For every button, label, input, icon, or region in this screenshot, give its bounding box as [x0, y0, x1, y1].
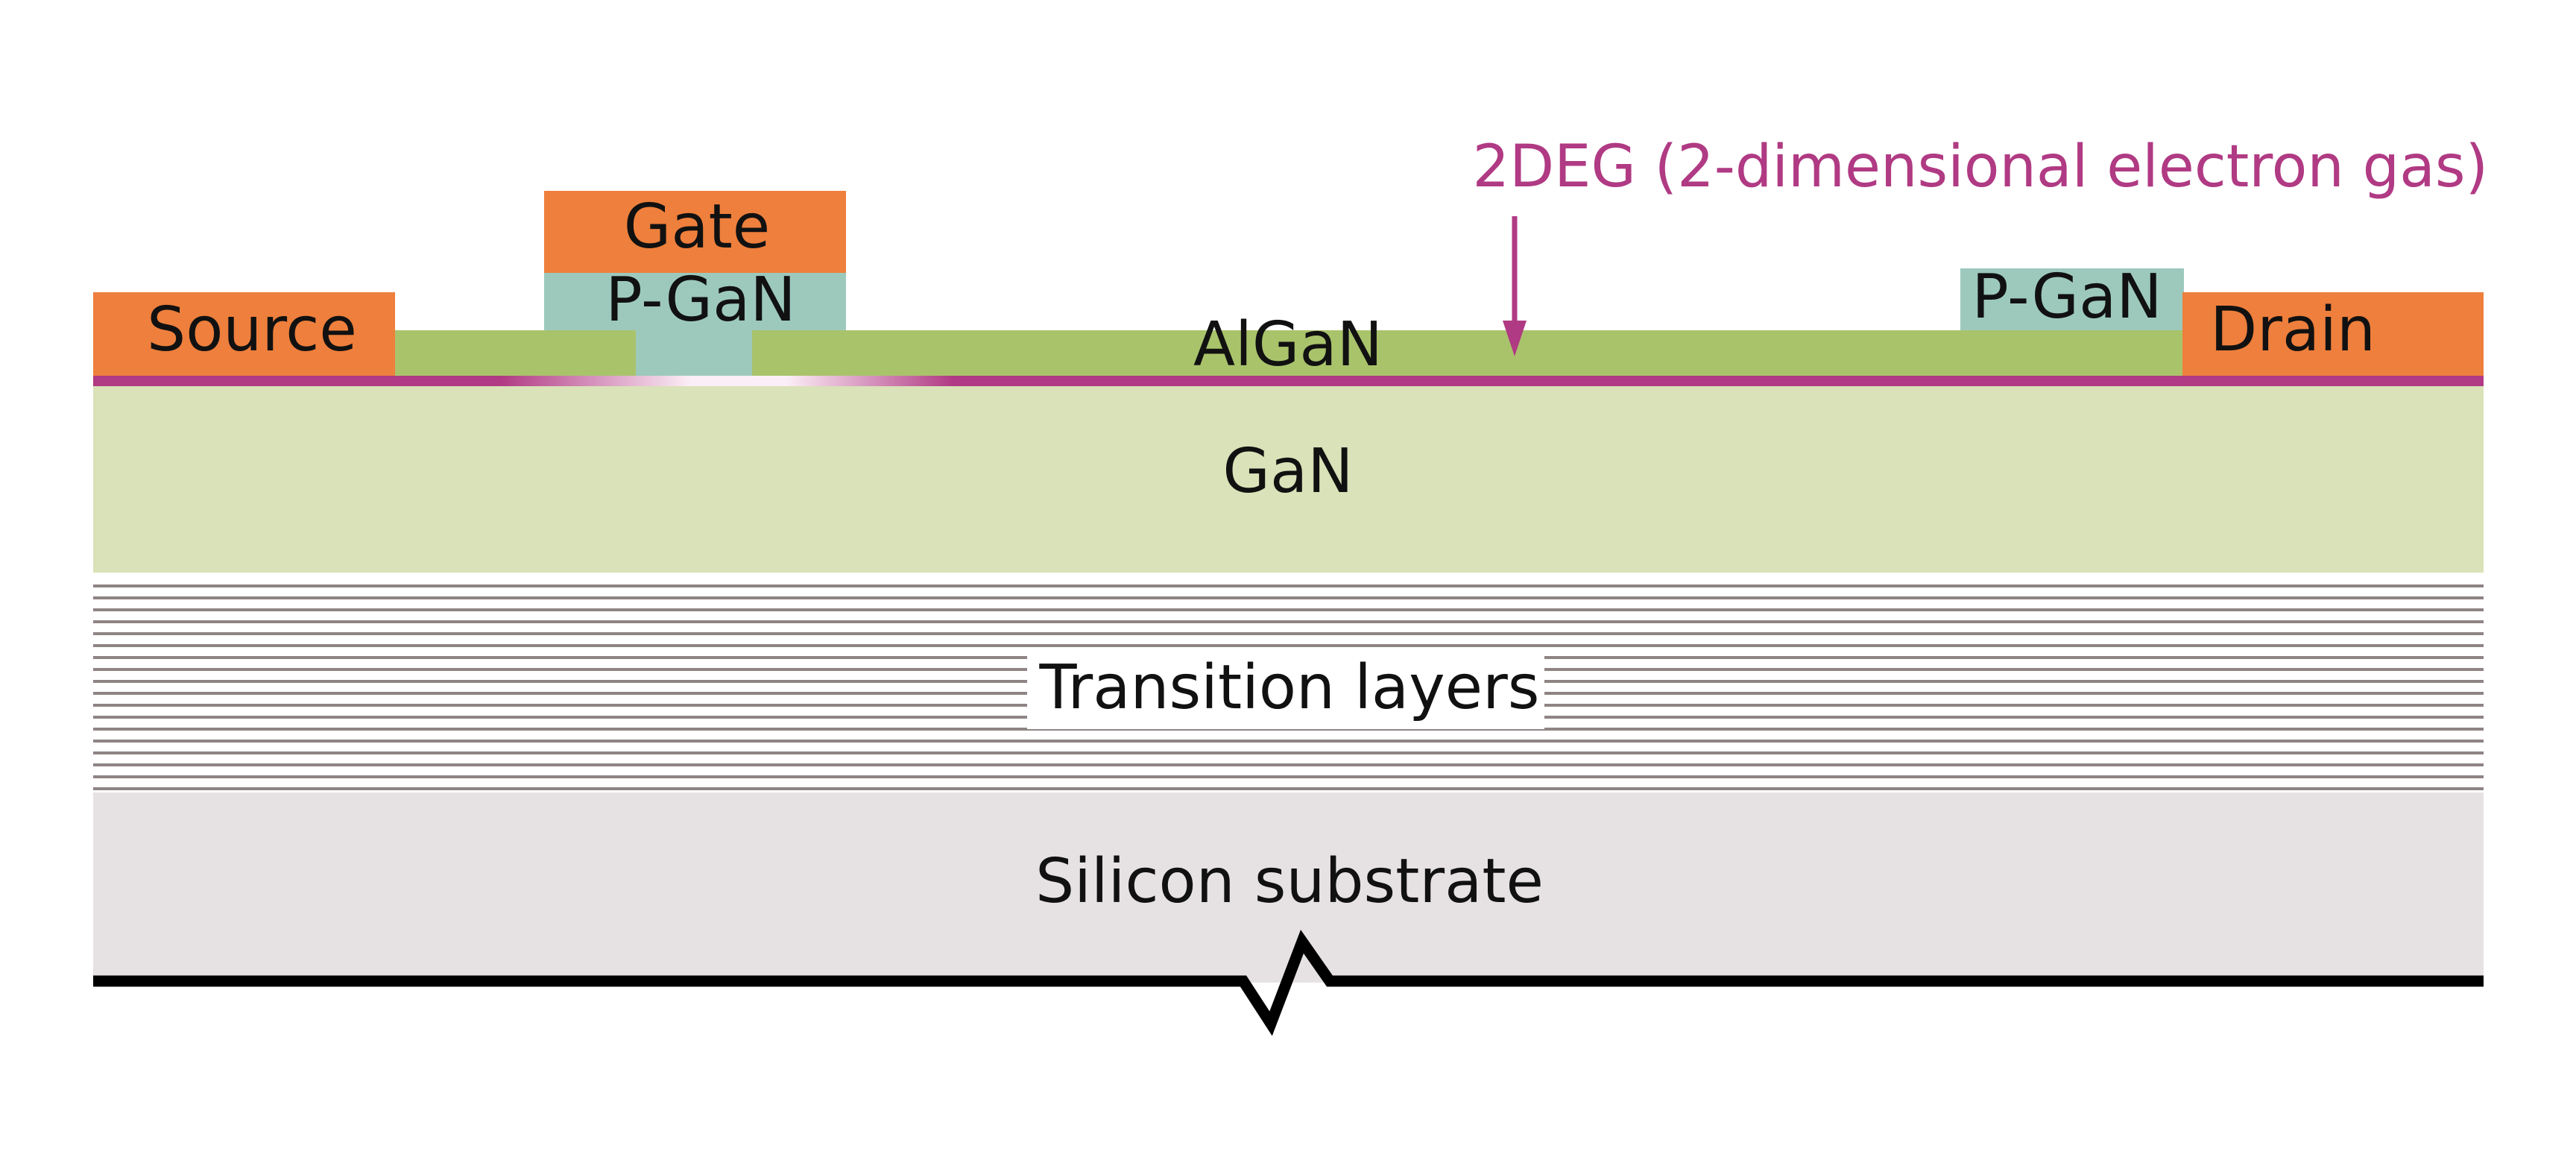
- source-electrode: [93, 292, 395, 376]
- source-label: Source: [147, 294, 357, 365]
- gan-layer: [93, 386, 2484, 573]
- transition-layers-label: Transition layers: [1038, 652, 1539, 723]
- gate-p-gan-stem: [636, 330, 752, 376]
- gate-label: Gate: [624, 192, 770, 262]
- silicon-substrate-label: Silicon substrate: [1035, 846, 1544, 917]
- algan-label: AlGaN: [1193, 309, 1383, 380]
- drain-electrode: [2182, 292, 2484, 376]
- substrate-break-line: [93, 930, 2484, 1036]
- drain-label: Drain: [2210, 294, 2375, 365]
- 2deg-arrow-head: [1503, 321, 1527, 356]
- 2deg-annotation: 2DEG (2-dimensional electron gas): [1472, 133, 2488, 201]
- silicon-substrate-layer: [93, 792, 2484, 983]
- gate-electrode: [544, 191, 846, 273]
- transition-label-background: [1027, 650, 1544, 729]
- gate-p-gan-label: P-GaN: [605, 265, 795, 335]
- drain-p-gan-label: P-GaN: [1972, 262, 2162, 332]
- gate-p-gan-cap: [544, 273, 846, 330]
- gan-label: GaN: [1222, 436, 1353, 507]
- 2deg-channel: [93, 376, 2484, 386]
- drain-p-gan: [1960, 268, 2184, 330]
